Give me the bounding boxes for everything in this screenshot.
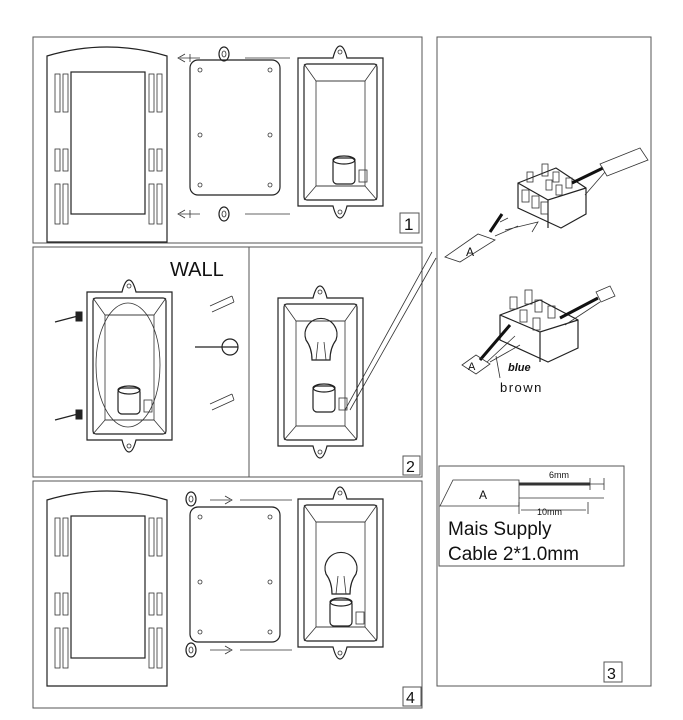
cable-caption-line1: Mais Supply bbox=[448, 519, 552, 540]
lamp-housing bbox=[297, 45, 384, 219]
grommet-icon bbox=[185, 642, 197, 658]
step-2-panel: WALL 2 bbox=[32, 246, 437, 478]
back-plate bbox=[189, 506, 281, 643]
cable-label: A bbox=[466, 245, 474, 259]
arrow-left-icon bbox=[177, 209, 200, 219]
bulb-holder bbox=[332, 155, 368, 185]
bulb-holder bbox=[117, 385, 153, 415]
step-number: 2 bbox=[406, 459, 415, 476]
lamp-housing bbox=[277, 285, 364, 459]
lamp-cover bbox=[46, 490, 168, 687]
grommet-icon bbox=[218, 46, 230, 62]
strip-length-short: 6mm bbox=[549, 470, 569, 480]
bulb-holder bbox=[312, 383, 348, 413]
cable-icon bbox=[195, 338, 239, 356]
arrow-right-icon bbox=[210, 495, 233, 505]
step-1-panel: 1 bbox=[32, 36, 423, 244]
strip-length-long: 10mm bbox=[537, 507, 562, 517]
bulb-holder bbox=[329, 597, 365, 627]
light-bulb bbox=[324, 551, 358, 595]
wall-plug-icon bbox=[209, 295, 235, 313]
step-number-box bbox=[402, 686, 422, 707]
wire-blue-label: blue bbox=[508, 362, 531, 374]
screw-icon bbox=[54, 409, 83, 421]
grommet-icon bbox=[218, 206, 230, 222]
lamp-housing bbox=[297, 486, 384, 660]
lamp-cover bbox=[46, 46, 168, 243]
wall-plug-icon bbox=[209, 393, 235, 411]
arrow-left-icon bbox=[177, 53, 200, 63]
cable-label: A bbox=[479, 488, 487, 502]
arrow-right-icon bbox=[210, 645, 233, 655]
wire-brown-label: brown bbox=[500, 380, 543, 395]
step-3-panel: A A blue brown A 6mm 10mm Mais Supply Ca… bbox=[436, 36, 652, 687]
step-number: 4 bbox=[406, 690, 415, 707]
step-4-panel: 4 bbox=[32, 480, 423, 709]
back-plate bbox=[189, 59, 281, 196]
light-bulb bbox=[304, 317, 338, 361]
terminal-block-open: A bbox=[444, 147, 649, 263]
step-number-box bbox=[603, 661, 623, 683]
grommet-icon bbox=[185, 491, 197, 507]
cable-label: A bbox=[468, 361, 476, 373]
step-number: 1 bbox=[404, 215, 413, 234]
cable-strip-detail: A 6mm 10mm Mais Supply Cable 2*1.0mm bbox=[438, 465, 625, 567]
step-number-box bbox=[402, 455, 421, 476]
step-number: 3 bbox=[607, 666, 616, 683]
lamp-housing bbox=[86, 279, 173, 453]
cable-caption-line2: Cable 2*1.0mm bbox=[448, 544, 579, 565]
terminal-block-connected: A blue brown bbox=[461, 285, 616, 395]
screw-icon bbox=[54, 311, 83, 323]
step-number-box bbox=[399, 212, 420, 234]
wall-label: WALL bbox=[170, 259, 224, 281]
